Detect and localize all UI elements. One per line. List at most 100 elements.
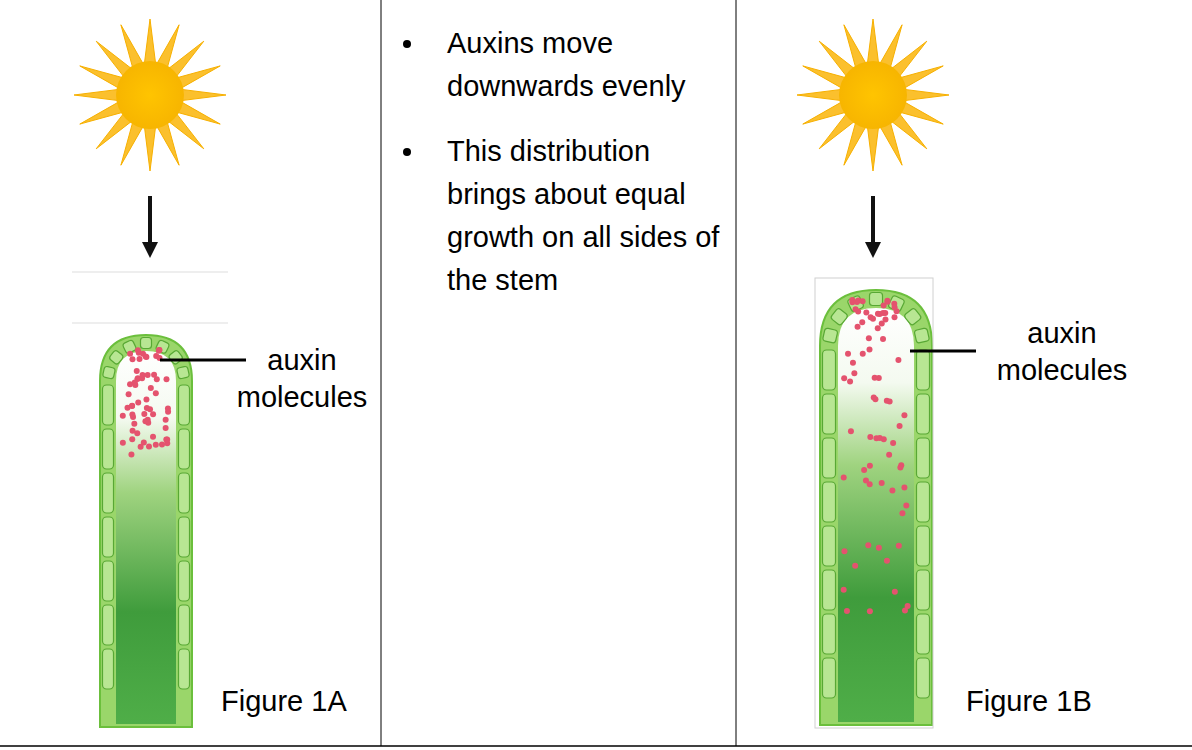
auxin-dot <box>126 391 132 397</box>
wall-cell <box>823 526 836 566</box>
wall-cell <box>103 561 114 601</box>
auxin-dot <box>845 351 851 357</box>
auxin-dot <box>871 394 877 400</box>
auxin-dot <box>143 396 149 402</box>
auxin-dot <box>134 368 140 374</box>
auxin-dot <box>132 379 138 385</box>
figure-caption: Figure 1B <box>966 683 1116 720</box>
wall-cell <box>823 482 836 522</box>
auxin-dot <box>145 372 151 378</box>
faint-rule <box>72 272 228 273</box>
auxin-dot <box>889 487 895 493</box>
auxin-dot <box>848 428 854 434</box>
auxin-dot <box>901 412 907 418</box>
auxin-dot <box>847 379 853 385</box>
wall-cell <box>870 293 883 306</box>
auxin-dot <box>128 451 134 457</box>
table-rule <box>736 0 737 746</box>
auxin-dot <box>860 298 866 304</box>
auxin-dot <box>851 370 857 376</box>
auxin-dot <box>866 347 872 353</box>
light-arrow <box>871 196 875 246</box>
wall-cell <box>823 614 836 654</box>
auxin-dot <box>135 400 141 406</box>
wall-cell <box>103 649 114 689</box>
wall-cell <box>917 526 930 566</box>
table-rule <box>0 745 1192 747</box>
auxin-dot <box>865 542 871 548</box>
auxin-dot <box>156 348 162 354</box>
auxin-dot <box>849 297 855 303</box>
auxin-dot <box>897 423 903 429</box>
auxin-dot <box>899 510 905 516</box>
wall-cell <box>103 473 114 513</box>
auxin-dot <box>852 563 858 569</box>
light-arrow <box>148 196 152 246</box>
wall-cell <box>103 429 114 469</box>
auxin-dot <box>880 336 886 342</box>
wall-cell <box>168 350 183 365</box>
wall-cell <box>179 517 190 557</box>
auxin-dot <box>879 320 885 326</box>
auxin-dot <box>903 502 909 508</box>
auxin-dot <box>141 411 147 417</box>
auxin-dot <box>129 403 135 409</box>
wall-cell <box>179 473 190 513</box>
wall-cell <box>917 570 930 610</box>
auxin-dot <box>120 440 126 446</box>
wall-cell <box>155 339 170 354</box>
auxin-dot <box>841 548 847 554</box>
table-rule <box>381 0 382 746</box>
auxin-dot <box>143 354 149 360</box>
wall-cell <box>102 366 115 379</box>
auxin-dot <box>150 434 156 440</box>
auxin-dot <box>860 351 866 357</box>
auxin-dot <box>841 475 847 481</box>
wall-cell <box>179 429 190 469</box>
auxin-dot <box>892 589 898 595</box>
wall-cell <box>917 658 930 698</box>
auxin-dot <box>887 398 893 404</box>
auxin-dot <box>163 437 169 443</box>
auxin-dot <box>866 335 872 341</box>
auxin-dot <box>863 478 869 484</box>
wall-cell <box>917 482 930 522</box>
wall-cell <box>823 658 836 698</box>
auxin-dot <box>879 480 885 486</box>
auxin-dot <box>144 405 150 411</box>
auxin-dot <box>165 405 171 411</box>
auxin-dot <box>872 375 878 381</box>
auxin-dot <box>127 351 133 357</box>
auxin-dot <box>841 587 847 593</box>
arrow-head <box>865 242 881 258</box>
auxin-dot <box>884 558 890 564</box>
image-frame <box>815 278 933 728</box>
auxin-dot <box>153 390 159 396</box>
auxin-dot <box>897 464 903 470</box>
arrow-head <box>142 242 158 258</box>
auxin-dot <box>138 444 144 450</box>
bullet <box>403 40 411 48</box>
sun-rays <box>74 19 226 171</box>
auxin-dot <box>153 442 159 448</box>
wall-cell <box>179 561 190 601</box>
auxin-dot <box>156 347 162 353</box>
wall-cell <box>179 649 190 689</box>
auxin-dot <box>885 299 891 305</box>
sun-rays <box>797 19 949 171</box>
auxin-dot <box>867 434 873 440</box>
auxin-dot <box>129 356 135 362</box>
auxin-dot <box>163 417 169 423</box>
auxin-dot <box>129 412 135 418</box>
auxin-dot <box>895 357 901 363</box>
wall-cell <box>917 438 930 478</box>
auxin-dot <box>164 376 170 382</box>
wall-cell <box>917 614 930 654</box>
auxin-dot <box>850 360 856 366</box>
leader-line <box>910 350 976 353</box>
wall-cell <box>103 605 114 645</box>
auxin-dot <box>142 418 148 424</box>
wall-cell <box>179 385 190 425</box>
auxin-dot <box>881 436 887 442</box>
stem-outline <box>820 290 932 725</box>
